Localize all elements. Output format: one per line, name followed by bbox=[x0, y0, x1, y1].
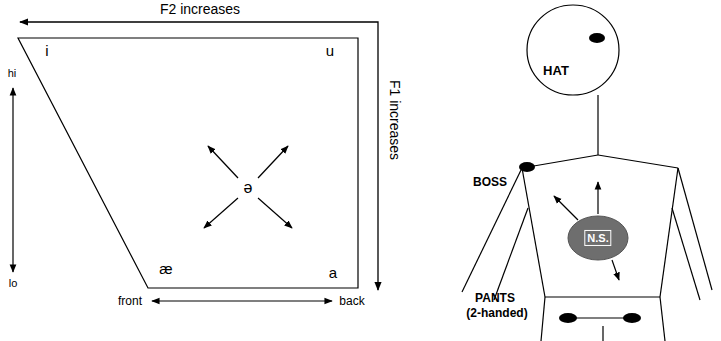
vowel-symbol: i bbox=[45, 43, 48, 60]
backness-arrow bbox=[152, 300, 332, 301]
position-label: PANTS bbox=[475, 292, 515, 305]
vowel-space: i u ə æ a bbox=[18, 38, 358, 288]
node-label: HAT bbox=[543, 64, 569, 78]
vowel-symbol: æ bbox=[159, 261, 172, 278]
vowel-symbol: u bbox=[326, 43, 334, 60]
axis-label: F1 increases bbox=[386, 80, 401, 160]
pants-bar bbox=[568, 317, 632, 318]
schwa-arrows bbox=[204, 146, 292, 228]
position-dots bbox=[519, 33, 641, 323]
node-label: N.S. bbox=[584, 230, 611, 246]
body-figure bbox=[462, 95, 712, 341]
position-label: BOSS bbox=[473, 176, 507, 189]
axis-end-label: front bbox=[118, 295, 142, 308]
axis-end-label: hi bbox=[8, 67, 17, 79]
axis-label: F2 increases bbox=[160, 2, 240, 17]
position-label: (2-handed) bbox=[466, 307, 527, 320]
node-outline bbox=[527, 5, 619, 95]
formant-arrow bbox=[20, 22, 378, 290]
head-circle: HAT bbox=[527, 5, 619, 95]
node-outline bbox=[18, 38, 358, 288]
ns-ellipse: N.S. bbox=[568, 216, 628, 260]
vowel-symbol: ə bbox=[244, 179, 253, 197]
height-arrow bbox=[12, 88, 13, 272]
vowel-symbol: a bbox=[329, 265, 337, 282]
axis-end-label: lo bbox=[9, 277, 18, 289]
axis-end-label: back bbox=[339, 295, 364, 308]
